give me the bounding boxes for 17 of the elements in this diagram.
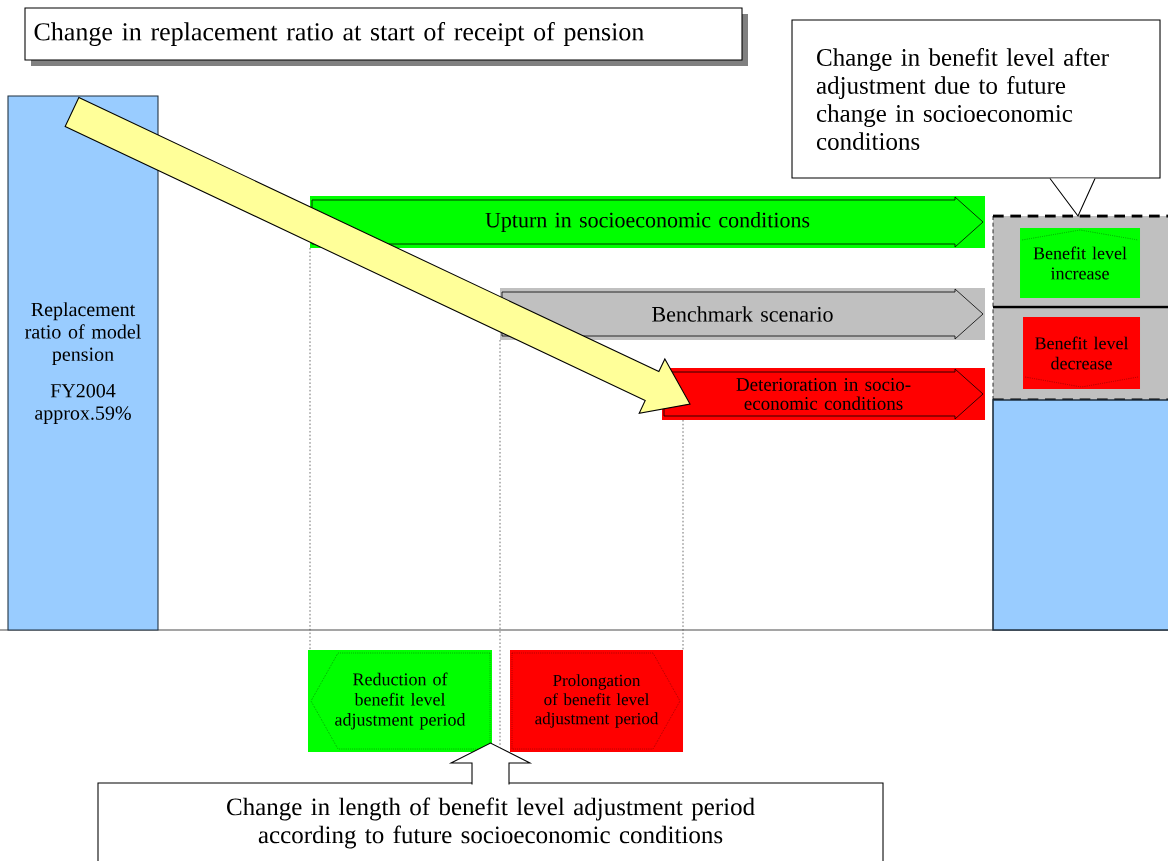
increase-box: Benefit level increase (1020, 228, 1140, 298)
title-callout: Change in replacement ratio at start of receipt of pension (24, 7, 748, 66)
guide-line (499, 339, 501, 749)
callout-pointer (1049, 177, 1096, 218)
callout-box: Change in benefit level after adjustment due to future change in socioeconomic conditions (791, 19, 1161, 179)
ratio-bar (992, 399, 1168, 631)
period-box: Reduction of benefit level adjustment period (308, 650, 492, 752)
scenario-band: Benchmark scenario (500, 288, 985, 340)
decrease-box: Benefit level decrease (1023, 317, 1140, 389)
period-box: Prolongation of benefit level adjustment period (510, 650, 683, 752)
callout-pointer (448, 742, 533, 786)
guide-line (682, 419, 684, 651)
ratio-bar: Replacement ratio of model pension FY2004 approx.59% (7, 95, 159, 631)
guide-line (309, 247, 311, 651)
callout-box: Change in length of benefit level adjustment period according to future socioeconomic conditions (97, 782, 884, 861)
scenario-band: Deterioration in socio-economic conditions (662, 368, 985, 420)
scenario-band: Upturn in socioeconomic conditions (310, 196, 985, 248)
